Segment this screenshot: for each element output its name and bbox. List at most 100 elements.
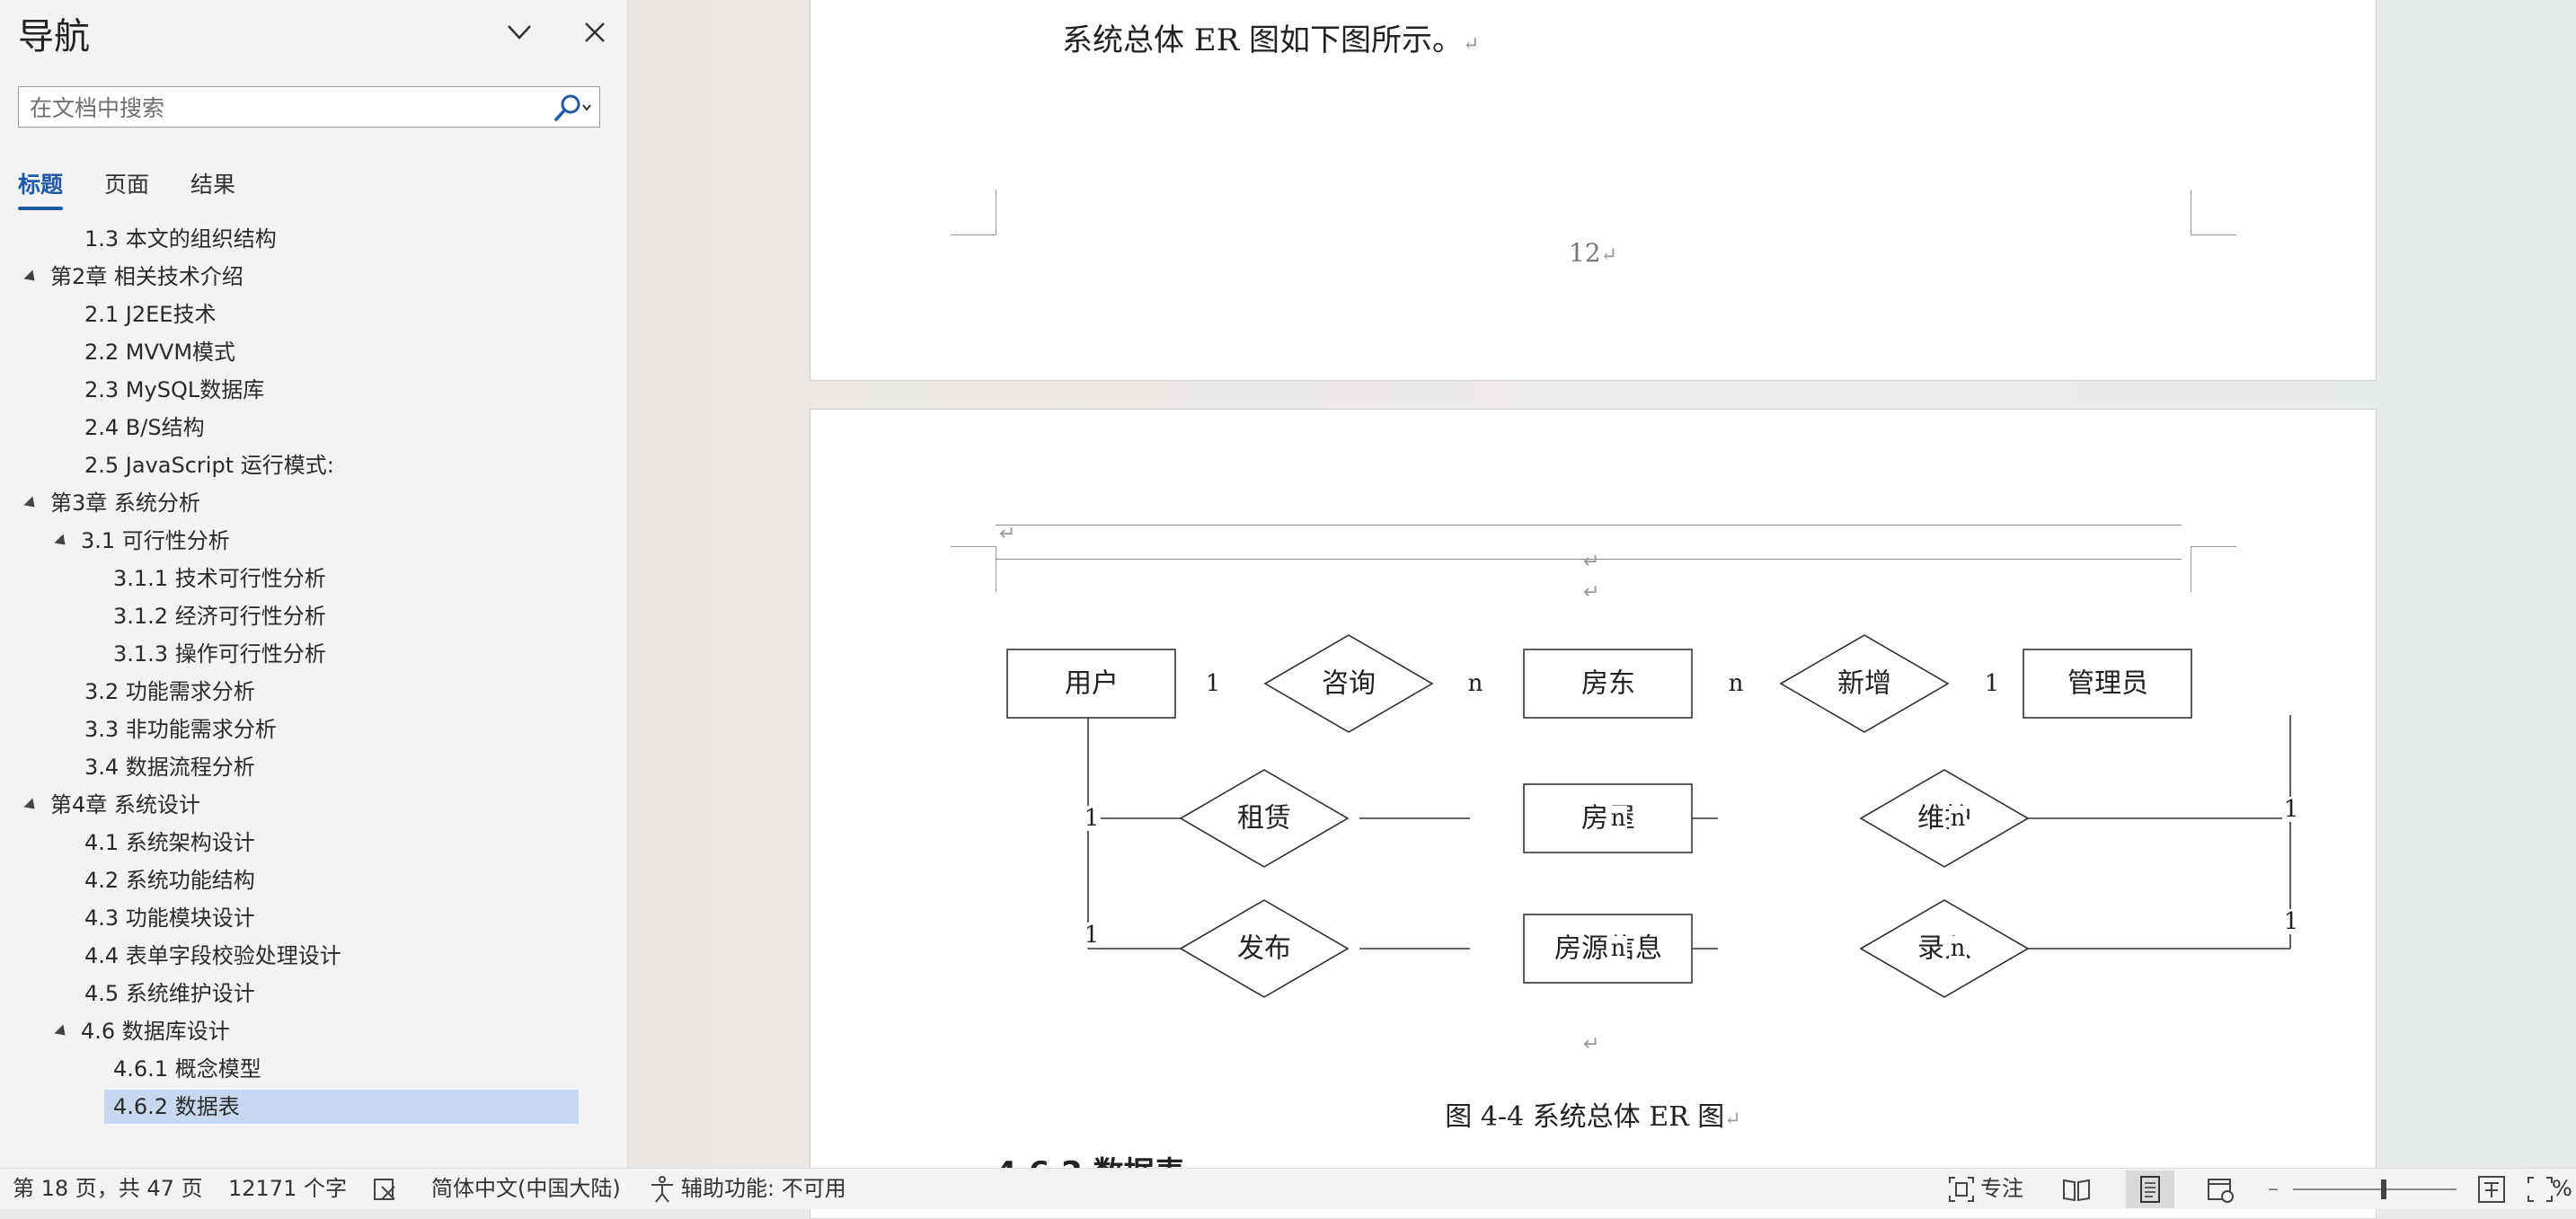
- expand-triangle-icon[interactable]: [54, 1024, 70, 1040]
- outline-item-label: 第3章 系统分析: [50, 490, 200, 516]
- crop-mark: [951, 546, 996, 592]
- cardinality-label: 1: [1206, 670, 1221, 697]
- outline-item-label: 4.3 功能模块设计: [84, 905, 255, 931]
- cardinality-background: [1609, 936, 1627, 961]
- outline-item[interactable]: 4.5 系统维护设计: [84, 976, 255, 1011]
- outline-item[interactable]: 4.1 系统架构设计: [84, 826, 255, 860]
- zoom-slider[interactable]: [2293, 1188, 2456, 1190]
- cardinality-label: n: [1951, 935, 1966, 962]
- outline-item-label: 2.3 MySQL数据库: [84, 377, 265, 402]
- er-entity-label: 管理员: [2067, 668, 2148, 700]
- paragraph-mark: ↵: [1583, 581, 1600, 604]
- outline-item[interactable]: 4.6.2 数据表: [104, 1090, 579, 1124]
- language-indicator[interactable]: 简体中文(中国大陆): [431, 1176, 621, 1201]
- outline-item-label: 4.2 系统功能结构: [84, 868, 255, 893]
- web-layout-icon[interactable]: [2205, 1174, 2235, 1205]
- paragraph-mark: ↵: [1583, 1033, 1600, 1056]
- outline-item-label: 2.5 JavaScript 运行模式:: [84, 453, 334, 478]
- cardinality-label: 1: [2284, 908, 2299, 935]
- outline-item-label: 3.1.2 经济可行性分析: [113, 604, 326, 629]
- nav-title: 导航: [18, 16, 90, 57]
- outline-item[interactable]: 2.1 J2EE技术: [84, 297, 216, 331]
- search-icon[interactable]: [549, 93, 596, 123]
- cardinality-label: 1: [2284, 796, 2299, 823]
- search-input[interactable]: [28, 87, 535, 128]
- outline-item-label: 3.1.1 技术可行性分析: [113, 566, 326, 591]
- tab-pages[interactable]: 页面: [104, 172, 150, 198]
- outline-item[interactable]: 2.2 MVVM模式: [84, 335, 235, 369]
- outline-item-label: 4.6 数据库设计: [81, 1019, 230, 1044]
- outline-item[interactable]: 第2章 相关技术介绍: [23, 260, 243, 294]
- outline-item[interactable]: 3.1.2 经济可行性分析: [113, 599, 326, 633]
- expand-triangle-icon[interactable]: [23, 496, 40, 512]
- outline-item-label: 4.6.2 数据表: [113, 1094, 240, 1119]
- chevron-down-icon[interactable]: [501, 16, 537, 49]
- outline-item-label: 1.3 本文的组织结构: [84, 226, 277, 252]
- focus-icon[interactable]: [1946, 1174, 1977, 1205]
- accessibility-status[interactable]: 辅助功能: 不可用: [681, 1176, 846, 1201]
- er-entity-label: 房源信息: [1554, 933, 1662, 965]
- outline-item[interactable]: 3.2 功能需求分析: [84, 675, 255, 709]
- outline-item[interactable]: 4.3 功能模块设计: [84, 901, 255, 935]
- er-entity: [1523, 914, 1693, 984]
- expand-triangle-icon[interactable]: [54, 534, 70, 550]
- print-layout-button[interactable]: [2126, 1170, 2174, 1208]
- document-canvas: 系统总体 ER 图如下图所示。↵ 12↵ ↵ ↵ ↵ 用户房东管理员房屋房源信息…: [628, 0, 2576, 1219]
- outline-item[interactable]: 3.4 数据流程分析: [84, 750, 255, 784]
- outline-item[interactable]: 第4章 系统设计: [23, 788, 200, 822]
- outline-item[interactable]: 4.2 系统功能结构: [84, 863, 255, 897]
- outline-item[interactable]: 1.3 本文的组织结构: [84, 222, 277, 256]
- cardinality-label: n: [1611, 935, 1626, 962]
- accessibility-icon[interactable]: [647, 1174, 677, 1205]
- tab-headings[interactable]: 标题: [18, 172, 64, 198]
- cardinality-background: [2282, 909, 2300, 934]
- focus-mode-button[interactable]: 专注: [1980, 1176, 2023, 1201]
- word-count[interactable]: 12171 个字: [228, 1176, 347, 1201]
- cardinality-background: [1204, 671, 1222, 696]
- read-mode-icon[interactable]: [2061, 1174, 2092, 1205]
- er-relationship-label: 发布: [1237, 933, 1291, 965]
- cardinality-label: n: [1951, 805, 1966, 832]
- cardinality-background: [1466, 671, 1484, 696]
- outline-item[interactable]: 2.5 JavaScript 运行模式:: [84, 448, 334, 482]
- expand-triangle-icon[interactable]: [23, 269, 40, 286]
- outline-item[interactable]: 3.1 可行性分析: [54, 524, 230, 558]
- cardinality-background: [2282, 797, 2300, 822]
- ime-icon[interactable]: [2476, 1174, 2507, 1205]
- outline-item[interactable]: 第3章 系统分析: [23, 486, 200, 520]
- close-icon[interactable]: [577, 14, 613, 50]
- zoom-fit-icon[interactable]: [2525, 1174, 2555, 1205]
- tab-results[interactable]: 结果: [190, 172, 236, 198]
- expand-triangle-icon[interactable]: [23, 798, 40, 814]
- crop-mark: [2191, 546, 2236, 592]
- zoom-out-icon[interactable]: –: [2268, 1176, 2279, 1201]
- er-entity-label: 用户: [1065, 668, 1119, 700]
- cardinality-label: n: [1468, 670, 1483, 697]
- page-number: 12↵: [1568, 238, 1618, 268]
- er-relationship: [1179, 769, 1350, 868]
- outline-item[interactable]: 3.3 非功能需求分析: [84, 712, 277, 746]
- outline-item[interactable]: 4.6.1 概念模型: [113, 1052, 261, 1086]
- outline-item-label: 4.6.1 概念模型: [113, 1056, 261, 1082]
- outline-item-label: 4.5 系统维护设计: [84, 981, 255, 1006]
- cardinality-label: 1: [1084, 922, 1100, 949]
- outline-item[interactable]: 3.1.3 操作可行性分析: [113, 637, 326, 671]
- page-count[interactable]: 第 18 页，共 47 页: [13, 1176, 203, 1201]
- er-relationship: [1859, 899, 2030, 998]
- cardinality-background: [1083, 806, 1101, 831]
- outline-item-label: 3.1.3 操作可行性分析: [113, 641, 326, 667]
- outline-item[interactable]: 3.1.1 技术可行性分析: [113, 561, 326, 596]
- outline-item[interactable]: 2.3 MySQL数据库: [84, 373, 264, 407]
- zoom-level[interactable]: %: [2552, 1176, 2572, 1201]
- zoom-slider-thumb[interactable]: [2381, 1179, 2386, 1199]
- paragraph-mark: ↵: [1583, 551, 1600, 573]
- outline-item-label: 第4章 系统设计: [50, 792, 200, 817]
- outline-item-label: 第2章 相关技术介绍: [50, 264, 243, 289]
- outline-item[interactable]: 4.4 表单字段校验处理设计: [84, 939, 341, 973]
- proofing-icon[interactable]: [370, 1174, 401, 1205]
- cardinality-label: 1: [1084, 805, 1100, 832]
- outline-item[interactable]: 4.6 数据库设计: [54, 1014, 230, 1048]
- outline-item[interactable]: 2.4 B/S结构: [84, 411, 205, 445]
